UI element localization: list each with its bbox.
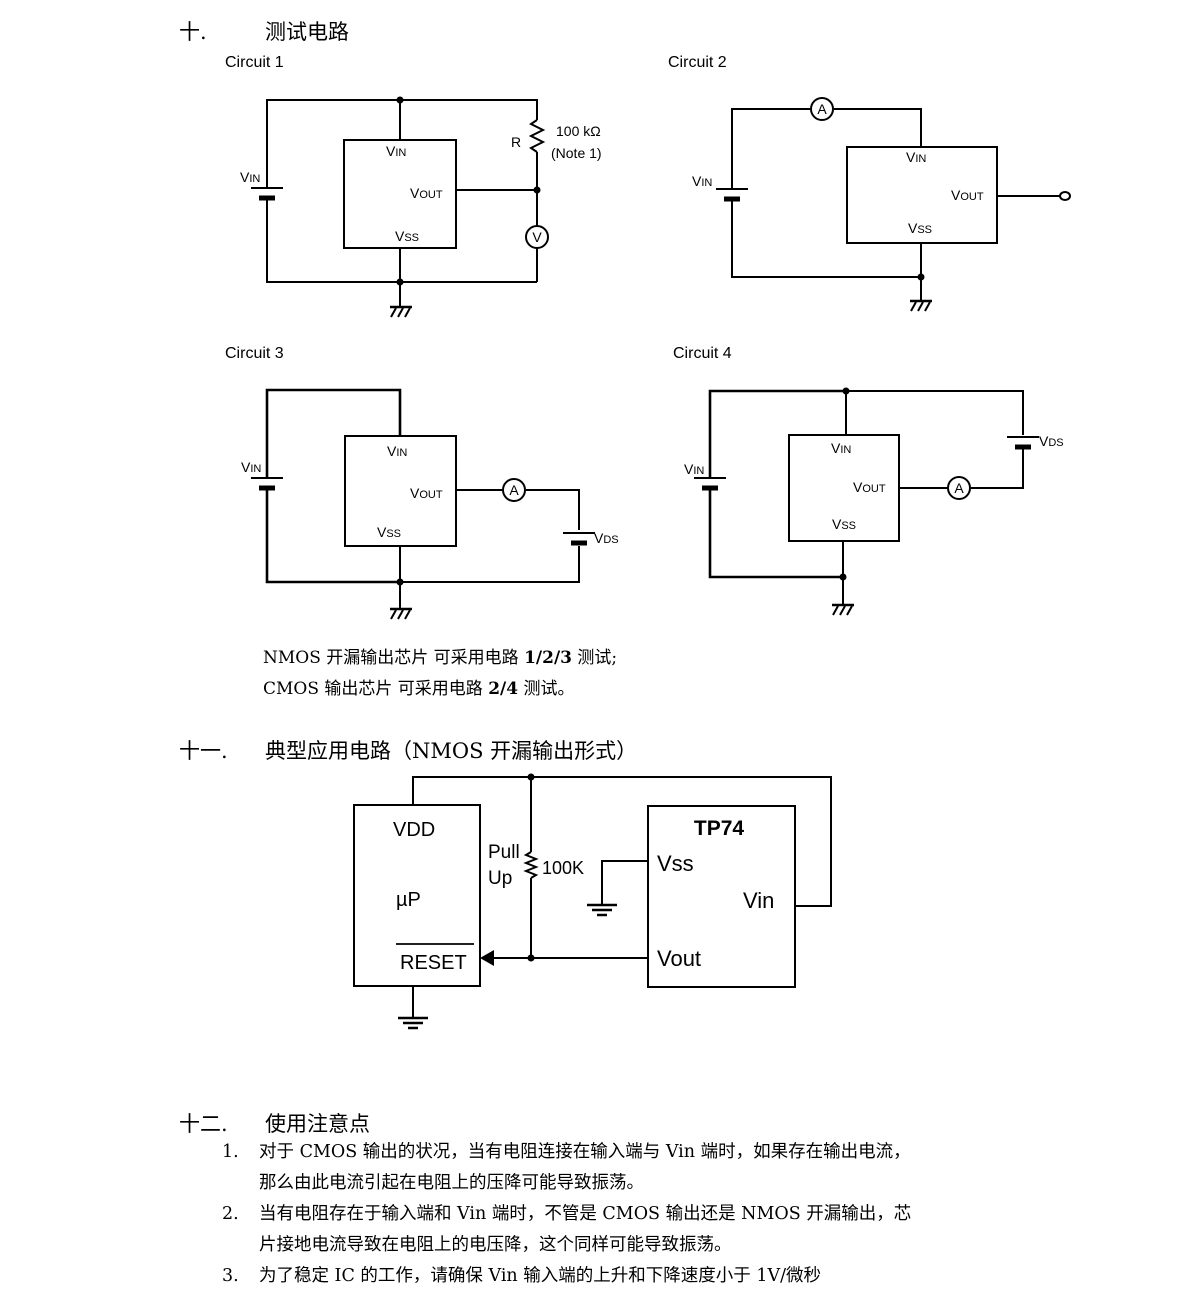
- section-10-heading: 十. 测试电路: [179, 16, 349, 46]
- voltmeter-symbol: V: [532, 229, 542, 245]
- pullup-label: Up: [488, 868, 512, 889]
- note-text: NMOS 开漏输出芯片 可采用电路: [263, 648, 525, 668]
- c4-vds-label: VDS: [1039, 433, 1064, 449]
- list-item: 2. 当有电阻存在于输入端和 Vin 端时，不管是 CMOS 输出还是 NMOS…: [222, 1199, 1042, 1261]
- item-number: 3.: [222, 1266, 239, 1286]
- circuit-2-title: Circuit 2: [668, 54, 727, 71]
- c4-chip-vout: VOUT: [853, 479, 886, 495]
- c1-r-label: R: [511, 134, 521, 150]
- note-cmos: CMOS 输出芯片 可采用电路 2/4 测试。: [263, 674, 575, 699]
- c3-chip-vss: VSS: [377, 524, 401, 540]
- c2-vin-label: VIN: [692, 173, 712, 189]
- section-11-heading: 十一. 典型应用电路（NMOS 开漏输出形式）: [179, 735, 637, 765]
- c3-chip-vout: VOUT: [410, 485, 443, 501]
- section-12-heading: 十二. 使用注意点: [179, 1108, 370, 1138]
- circuit-1-title: Circuit 1: [225, 54, 284, 71]
- c4-chip-vin: VIN: [831, 440, 851, 456]
- list-item: 3. 为了稳定 IC 的工作，请确保 Vin 输入端的上升和下降速度小于 1V/…: [222, 1261, 1042, 1292]
- ground-icon: [390, 305, 412, 318]
- battery-icon: [251, 187, 283, 201]
- note-circuits: 2/4: [488, 679, 519, 699]
- pullup-label: Pull: [488, 842, 520, 863]
- c3-vds-label: VDS: [594, 530, 619, 546]
- c1-chip-vout: VOUT: [410, 185, 443, 201]
- c3-chip-vin: VIN: [387, 443, 407, 459]
- c1-r-value: 100 kΩ: [556, 123, 601, 139]
- chip-vss: Vss: [657, 851, 694, 876]
- ammeter-symbol: A: [817, 101, 827, 117]
- c4-chip-vss: VSS: [832, 516, 856, 532]
- item-text-line: 那么由此电流引起在电阻上的压降可能导致振荡。: [259, 1173, 644, 1193]
- chip-name: TP74: [694, 817, 745, 840]
- ground-icon: [910, 299, 932, 312]
- ammeter-symbol: A: [954, 480, 964, 496]
- pullup-value: 100K: [542, 858, 584, 878]
- ground-icon: [390, 607, 412, 620]
- resistor-icon: [528, 119, 546, 153]
- circuit-3-title: Circuit 3: [225, 345, 284, 362]
- circuit-4-title: Circuit 4: [673, 345, 732, 362]
- c4-vin-label: VIN: [684, 461, 704, 477]
- battery-icon: [251, 477, 283, 491]
- output-terminal: [1059, 191, 1071, 201]
- item-text-line: 对于 CMOS 输出的状况，当有电阻连接在输入端与 Vin 端时，如果存在输出电…: [259, 1142, 911, 1162]
- item-number: 1.: [222, 1142, 239, 1162]
- c2-chip-vss: VSS: [908, 220, 932, 236]
- chip-vout: Vout: [657, 946, 701, 971]
- section-number: 十一.: [179, 739, 228, 763]
- arrow-icon: [480, 950, 494, 966]
- battery-icon: [694, 477, 726, 491]
- ammeter-icon: [810, 97, 834, 121]
- ground-icon: [832, 603, 854, 616]
- c1-vin-label: VIN: [240, 169, 260, 185]
- item-text-line: 当有电阻存在于输入端和 Vin 端时，不管是 CMOS 输出还是 NMOS 开漏…: [259, 1204, 912, 1224]
- c1-r-note: (Note 1): [551, 145, 602, 161]
- up-name: µP: [396, 889, 421, 911]
- note-text: 测试;: [571, 648, 618, 668]
- up-reset: RESET: [400, 952, 467, 974]
- note-text: CMOS 输出芯片 可采用电路: [263, 679, 489, 699]
- item-text-line: 为了稳定 IC 的工作，请确保 Vin 输入端的上升和下降速度小于 1V/微秒: [259, 1266, 821, 1286]
- note-circuits: 1/2/3: [524, 648, 572, 668]
- item-number: 2.: [222, 1204, 239, 1224]
- section-title: 使用注意点: [265, 1112, 370, 1136]
- ammeter-icon: [502, 478, 526, 502]
- ammeter-symbol: A: [509, 482, 519, 498]
- list-item: 1. 对于 CMOS 输出的状况，当有电阻连接在输入端与 Vin 端时，如果存在…: [222, 1137, 1042, 1199]
- voltmeter-icon: [525, 225, 549, 249]
- ammeter-icon: [947, 476, 971, 500]
- up-vdd: VDD: [393, 819, 435, 841]
- item-text-line: 片接地电流导致在电阻上的电压降，这个同样可能导致振荡。: [259, 1235, 732, 1255]
- section-number: 十.: [179, 20, 207, 44]
- battery-icon: [1007, 436, 1039, 450]
- section-title: 测试电路: [265, 20, 349, 44]
- note-text: 测试。: [518, 679, 575, 699]
- c3-vin-label: VIN: [241, 459, 261, 475]
- c2-chip-vout: VOUT: [951, 187, 984, 203]
- c2-chip-vin: VIN: [906, 149, 926, 165]
- c1-chip-vss: VSS: [395, 228, 419, 244]
- ground-icon: [587, 903, 617, 917]
- ground-icon: [398, 1016, 428, 1030]
- section-title: 典型应用电路（NMOS 开漏输出形式）: [265, 739, 638, 763]
- chip-vin: Vin: [743, 888, 774, 913]
- section-number: 十二.: [179, 1112, 228, 1136]
- battery-icon: [563, 532, 595, 546]
- resistor-icon: [523, 851, 539, 879]
- c1-chip-vin: VIN: [386, 143, 406, 159]
- note-nmos: NMOS 开漏输出芯片 可采用电路 1/2/3 测试;: [263, 643, 617, 668]
- battery-icon: [716, 188, 748, 202]
